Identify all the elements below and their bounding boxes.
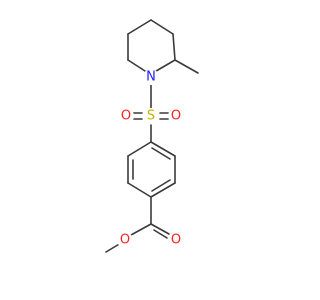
nitrogen-atom-label: N	[146, 70, 156, 85]
bond-c2-methyl	[174, 59, 199, 74]
bond-ar3-ar4	[150, 182, 176, 198]
piperidine-ring	[127, 19, 199, 75]
sulfonyl-double-bonds	[132, 112, 170, 120]
bond-c2-c3	[172, 33, 176, 61]
bond-ar1-ar2	[150, 141, 176, 157]
bond-c4-c5	[127, 19, 152, 35]
bond-ar4-ar5	[127, 182, 152, 198]
bond-c-o-double-a	[150, 223, 170, 235]
bond-ar-inner-1	[151, 147, 171, 160]
sulfonyl-oxygen-right-label: O	[171, 109, 181, 124]
bond-c6-n	[127, 59, 146, 72]
benzene-ring	[127, 141, 176, 198]
sulfonyl-oxygen-left-label: O	[121, 109, 131, 124]
ester-ether-oxygen-label: O	[120, 233, 130, 248]
bond-c3-c4	[150, 19, 174, 35]
bond-ar6-ar1	[127, 141, 152, 157]
bond-c-o-double-b	[153, 229, 168, 239]
bond-ar-inner-2	[151, 179, 171, 192]
atom-labels: N S O O O O	[117, 69, 184, 248]
molecule-structure-diagram: N S O O O O	[105, 19, 199, 253]
methyl-ester-group	[105, 196, 170, 253]
sulfur-atom-label: S	[147, 109, 155, 124]
ester-carbonyl-oxygen-label: O	[171, 233, 181, 248]
bond-c-o-ether	[130, 223, 152, 236]
